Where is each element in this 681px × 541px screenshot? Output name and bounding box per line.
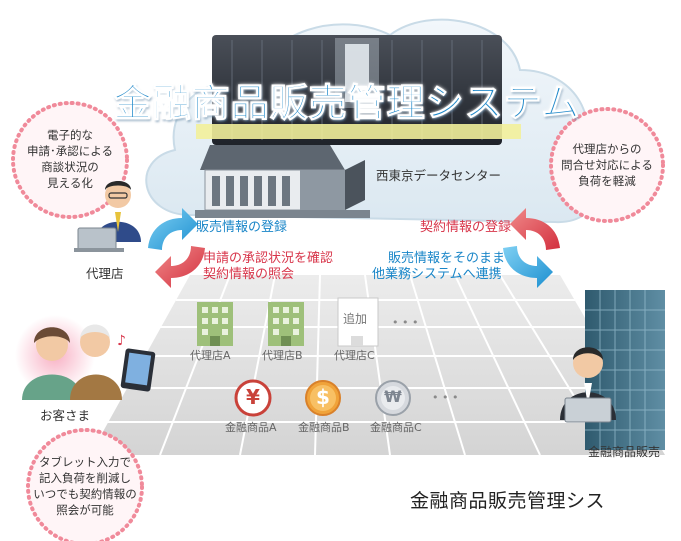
bubble-right-top-line3: 負荷を軽減 bbox=[578, 174, 636, 188]
flow-integration-line1: 販売情報をそのまま bbox=[388, 251, 506, 266]
agency-b-building-icon bbox=[268, 302, 304, 346]
product-c-label: 金融商品C bbox=[370, 421, 422, 434]
bubble-right-top-text: 代理店からの 問合せ対応による 負荷を軽減 bbox=[551, 141, 663, 189]
product-a-label: 金融商品A bbox=[225, 421, 277, 434]
customer-couple-icon: ♪ bbox=[15, 315, 156, 400]
datacenter-building-icon bbox=[195, 145, 370, 218]
agency-c-label: 代理店C bbox=[334, 349, 375, 362]
bottom-title: 金融商品販売管理シス bbox=[410, 490, 606, 512]
bubble-left-top-line3: 商談状況の bbox=[41, 160, 99, 174]
flow-integration-line2: 他業務システムへ連携 bbox=[372, 267, 502, 282]
bubble-bottom-left-line4: 照会が可能 bbox=[56, 503, 114, 517]
agency-c-building-icon bbox=[337, 297, 379, 347]
flow-approval-status-line2: 契約情報の照会 bbox=[203, 267, 295, 282]
agency-ellipsis: • • • bbox=[392, 316, 419, 329]
flow-sales-registration: 販売情報の登録 bbox=[196, 220, 288, 235]
bubble-left-top-line1: 電子的な bbox=[47, 128, 93, 142]
company-label: 金融商品販売 bbox=[588, 445, 661, 459]
product-c-symbol: ₩ bbox=[384, 387, 402, 406]
bubble-left-top bbox=[11, 101, 129, 219]
bubble-right-top-line2: 問合せ対応による bbox=[561, 158, 653, 172]
flow-contract-registration: 契約情報の登録 bbox=[420, 220, 512, 235]
product-b-label: 金融商品B bbox=[298, 421, 350, 434]
agency-c-new-badge: 追加 bbox=[343, 312, 368, 326]
sync-arrows-right-icon bbox=[503, 208, 560, 288]
company-person-icon bbox=[560, 347, 616, 423]
agency-a-label: 代理店A bbox=[190, 349, 231, 362]
agency-label: 代理店 bbox=[86, 266, 124, 281]
bubble-bottom-left bbox=[26, 428, 144, 541]
product-c-won-icon bbox=[375, 380, 411, 416]
agency-person-icon bbox=[74, 181, 141, 252]
bubble-left-top-line2: 申請･承認による bbox=[27, 144, 113, 158]
product-b-symbol: $ bbox=[316, 385, 330, 409]
flow-approval-status-line1: 申請の承認状況を確認 bbox=[203, 251, 334, 266]
sync-arrows-left-icon bbox=[148, 208, 205, 288]
bubble-bottom-left-line1: タブレット入力で bbox=[39, 455, 131, 469]
agency-b-label: 代理店B bbox=[262, 349, 303, 362]
customer-label: お客さま bbox=[40, 408, 91, 423]
datacenter-label: 西東京データセンター bbox=[376, 168, 502, 183]
bubble-bottom-left-line3: いつでも契約情報の bbox=[33, 487, 137, 501]
agency-a-building-icon bbox=[197, 302, 233, 346]
bubble-bottom-left-text: タブレット入力で 記入負荷を削減し いつでも契約情報の 照会が可能 bbox=[26, 454, 144, 518]
product-ellipsis: • • • bbox=[432, 391, 459, 404]
bubble-right-top-line1: 代理店からの bbox=[572, 142, 642, 156]
bubble-left-top-line4: 見える化 bbox=[47, 176, 93, 190]
bubble-right-top bbox=[549, 107, 665, 223]
bubble-left-top-text: 電子的な 申請･承認による 商談状況の 見える化 bbox=[13, 127, 127, 191]
product-a-yen-icon bbox=[234, 379, 272, 417]
product-a-symbol: ¥ bbox=[246, 385, 260, 409]
main-title: 金融商品販売管理システム bbox=[113, 81, 581, 126]
bubble-bottom-left-line2: 記入負荷を削減し bbox=[39, 471, 131, 485]
svg-text:♪: ♪ bbox=[117, 333, 126, 349]
product-b-dollar-icon bbox=[305, 380, 341, 416]
